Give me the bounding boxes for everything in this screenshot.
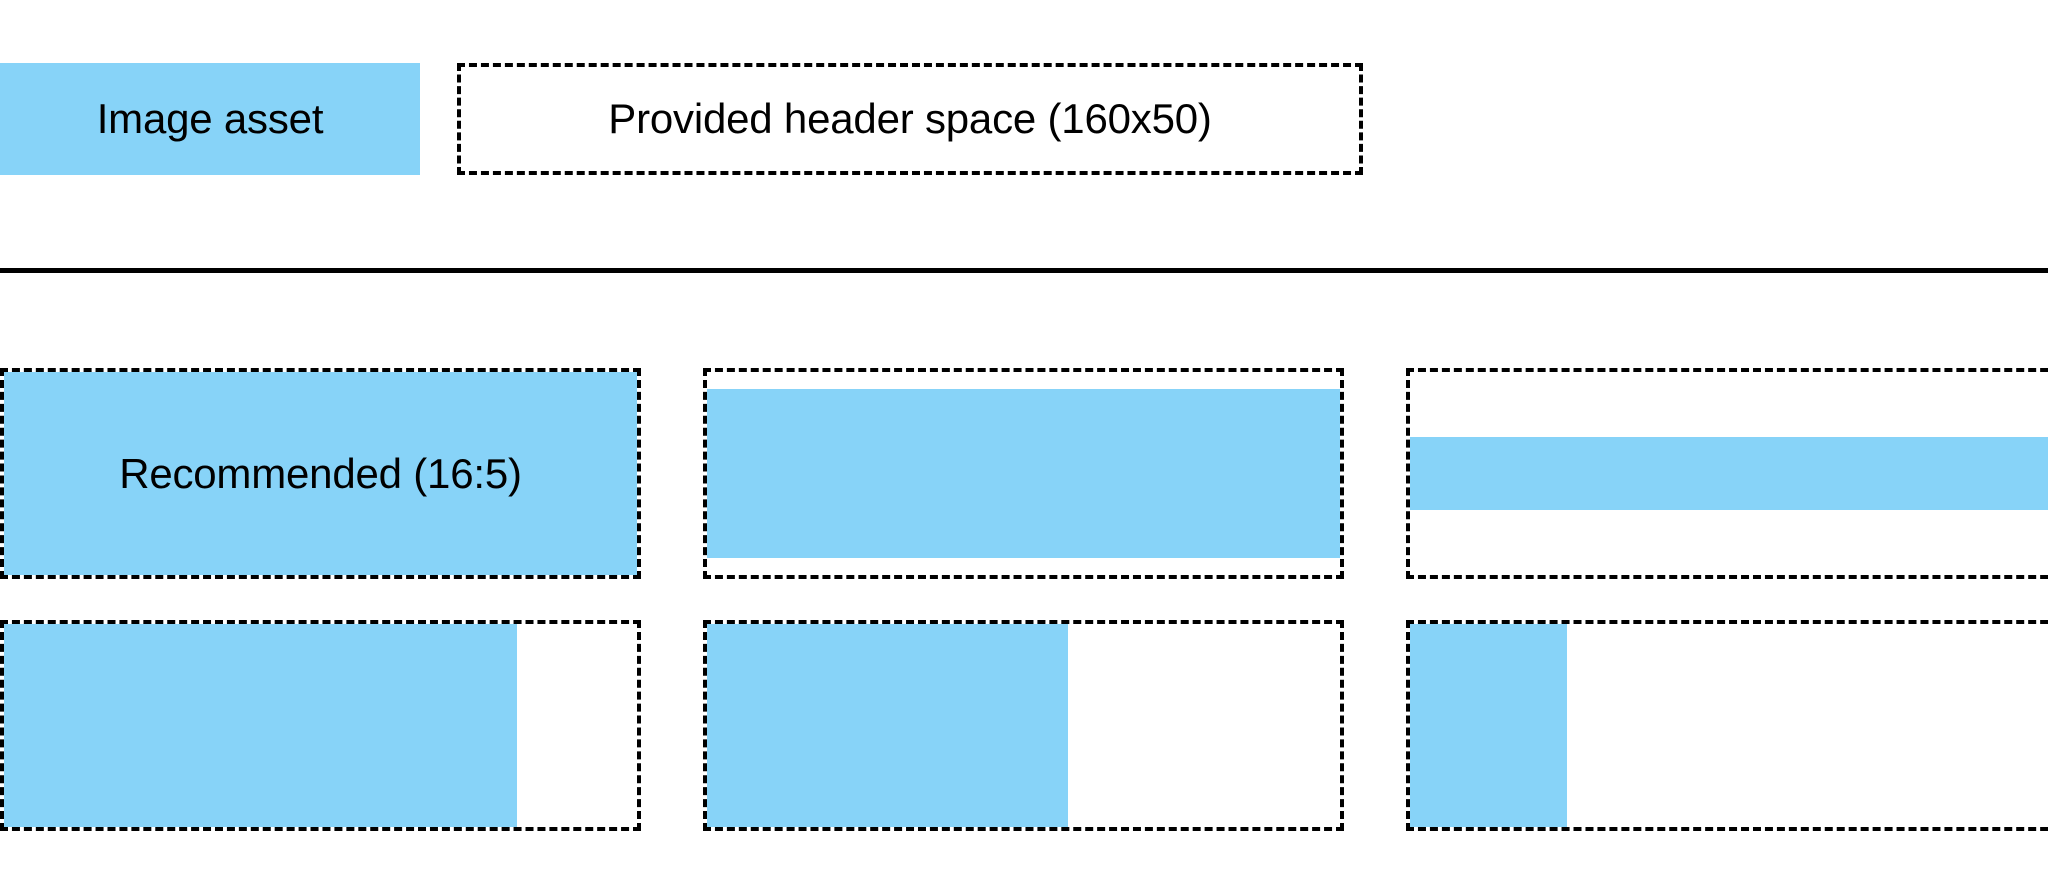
example-cell-shorter-band [703, 368, 1344, 579]
image-asset-label: Image asset [96, 95, 324, 142]
example-cell-narrow-partial [1406, 620, 2048, 831]
asset-fill-medium-partial [707, 624, 1068, 827]
example-cell-medium-partial [703, 620, 1344, 831]
width-variants-row [0, 620, 2048, 831]
asset-fill-wide-partial [4, 624, 517, 827]
aspect-ratio-variants-row: Recommended (16:5) [0, 368, 2048, 579]
section-divider [0, 268, 2048, 273]
provided-header-space-box: Provided header space (160x50) [457, 63, 1363, 175]
asset-fill-narrow-partial [1410, 624, 1567, 827]
image-asset-swatch: Image asset [0, 63, 420, 175]
header-band: Image asset Provided header space (160x5… [0, 63, 2048, 175]
example-cell-thin-band [1406, 368, 2048, 579]
asset-fill-thin-band [1410, 436, 2048, 511]
asset-fill-shorter-band [707, 389, 1340, 558]
provided-header-space-label: Provided header space (160x50) [608, 95, 1212, 142]
example-cell-recommended: Recommended (16:5) [0, 368, 641, 579]
example-cell-wide-partial [0, 620, 641, 831]
asset-fill-recommended [4, 372, 637, 575]
